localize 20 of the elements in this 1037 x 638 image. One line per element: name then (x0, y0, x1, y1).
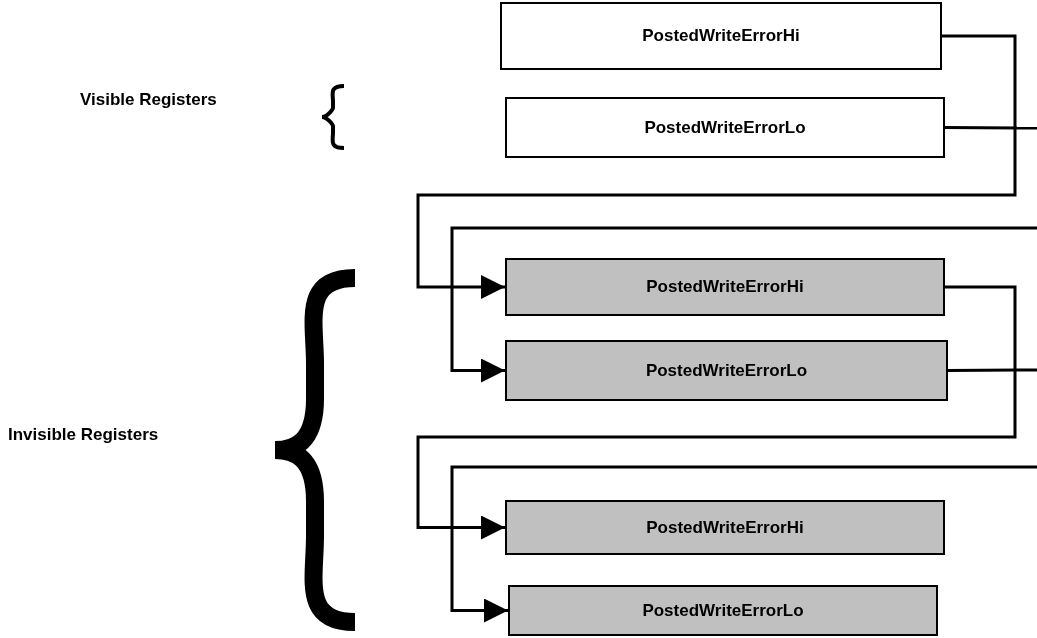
arrow (450, 226, 1037, 383)
register-name: PostedWriteErrorLo (642, 600, 804, 621)
register-name: PostedWriteErrorLo (644, 117, 806, 138)
register-box (505, 97, 945, 158)
register-box (505, 258, 945, 316)
register-box (500, 2, 942, 70)
connector-line (948, 368, 1037, 372)
register-name: PostedWriteErrorLo (645, 360, 808, 381)
register-box (505, 340, 948, 401)
arrow (416, 285, 1017, 540)
arrow (416, 34, 1017, 299)
register-box (508, 585, 938, 636)
register-name: PostedWriteErrorHi (646, 517, 804, 538)
connector-line (945, 126, 1037, 130)
group-label: Visible Registers (80, 90, 217, 110)
register-box (505, 500, 945, 555)
register-name: PostedWriteErrorHi (642, 26, 800, 46)
group-label: Invisible Registers (8, 425, 159, 445)
register-name: PostedWriteErrorHi (646, 277, 804, 297)
arrow (450, 465, 1037, 623)
